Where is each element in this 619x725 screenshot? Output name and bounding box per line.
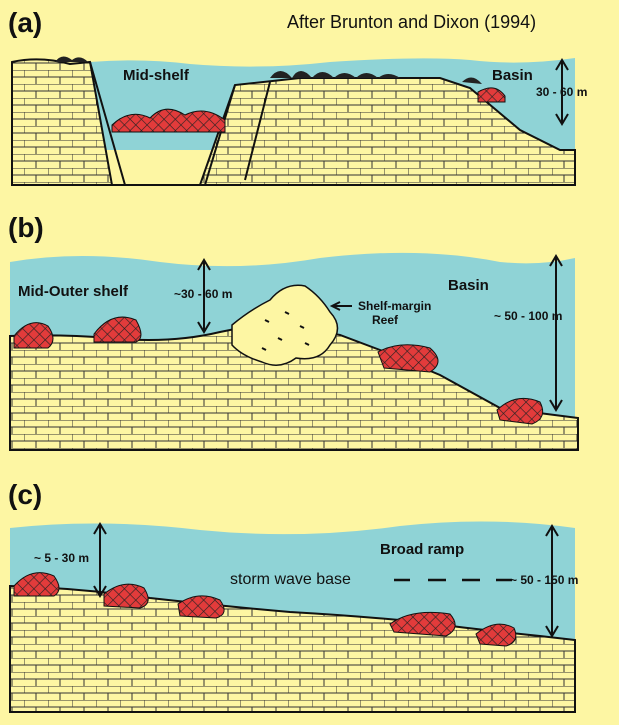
panel-a-label: (a) <box>8 7 42 38</box>
panel-b-label: (b) <box>8 212 44 243</box>
broad-ramp-label: Broad ramp <box>380 541 464 558</box>
panel-b-mound-2 <box>93 316 142 343</box>
panel-b-shelf-arrow <box>197 258 211 334</box>
panel-a-faults <box>89 61 271 186</box>
panel-b-basin-depth: ~ 50 - 100 m <box>494 309 562 323</box>
panel-a-depth-arrow <box>555 58 569 126</box>
panel-c-shallow-arrow <box>93 522 107 598</box>
panel-b-basin-arrow <box>549 254 563 412</box>
panel-a-limestone <box>11 58 576 186</box>
panel-b-mound-3 <box>377 344 439 373</box>
panel-a: Mid-shelf Basin 30 - 60 m <box>11 56 587 186</box>
panel-a-depth-label: 30 - 60 m <box>536 85 587 99</box>
reef-pointer <box>329 301 352 311</box>
panel-c-mound-3 <box>177 595 225 619</box>
panel-c-mound-2 <box>103 583 149 609</box>
panel-a-red-mounds <box>111 108 226 133</box>
panel-c: ~ 5 - 30 m Broad ramp storm wave base ~ … <box>9 521 578 713</box>
panel-a-dark-mounds <box>55 56 482 84</box>
shelf-margin-reef <box>231 284 339 366</box>
mid-shelf-label: Mid-shelf <box>123 67 190 84</box>
panel-c-shallow-depth: ~ 5 - 30 m <box>34 551 89 565</box>
panel-b-mound-1 <box>13 322 54 349</box>
reef-label-2: Reef <box>372 313 399 327</box>
panel-c-mound-5 <box>475 623 517 647</box>
panel-c-deep-arrow <box>545 524 559 638</box>
panel-a-red-mound-basin <box>477 87 506 103</box>
credit-text: After Brunton and Dixon (1994) <box>287 12 536 32</box>
panel-c-mound-1 <box>13 572 60 597</box>
reef-label-1: Shelf-margin <box>358 299 431 313</box>
storm-wave-base-label: storm wave base <box>230 571 351 588</box>
basin-label-b: Basin <box>448 277 489 294</box>
panel-c-mound-4 <box>389 611 456 637</box>
panel-c-label: (c) <box>8 479 42 510</box>
mid-outer-shelf-label: Mid-Outer shelf <box>18 283 129 300</box>
reef-texture <box>261 311 310 351</box>
panel-c-deep-depth: ~ 50 - 150 m <box>510 573 578 587</box>
panel-b-mound-4 <box>496 397 544 425</box>
basin-label-a: Basin <box>492 67 533 84</box>
panel-b: Mid-Outer shelf Basin ~30 - 60 m Shelf-m… <box>9 252 579 451</box>
